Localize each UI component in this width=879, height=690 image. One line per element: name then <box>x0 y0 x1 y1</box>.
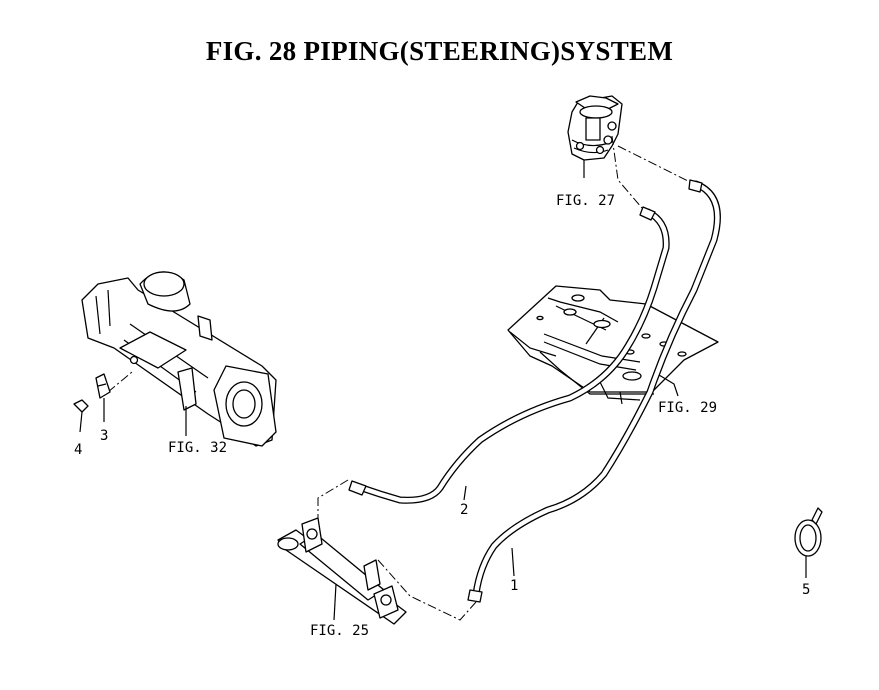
steering-cylinder <box>277 517 407 625</box>
label-item1: 1 <box>510 578 518 594</box>
steering-pipe-2 <box>348 206 670 504</box>
pipe-clip <box>95 373 111 422</box>
label-item5: 5 <box>802 582 810 598</box>
label-fig25: FIG. 25 <box>310 623 369 639</box>
label-fig29: FIG. 29 <box>658 400 717 416</box>
label-item4: 4 <box>74 442 82 458</box>
label-item3: 3 <box>100 428 108 444</box>
label-item2: 2 <box>460 502 468 518</box>
steering-pipe-1 <box>467 179 721 603</box>
bolt <box>73 399 89 433</box>
steering-unit <box>567 95 623 178</box>
figure-title: FIG. 28 PIPING(STEERING)SYSTEM <box>205 36 674 66</box>
floor-plate <box>507 285 719 405</box>
axle-housing <box>81 271 277 447</box>
label-fig27: FIG. 27 <box>556 193 615 209</box>
label-fig32: FIG. 32 <box>168 440 227 456</box>
hose-clamp <box>794 507 823 578</box>
